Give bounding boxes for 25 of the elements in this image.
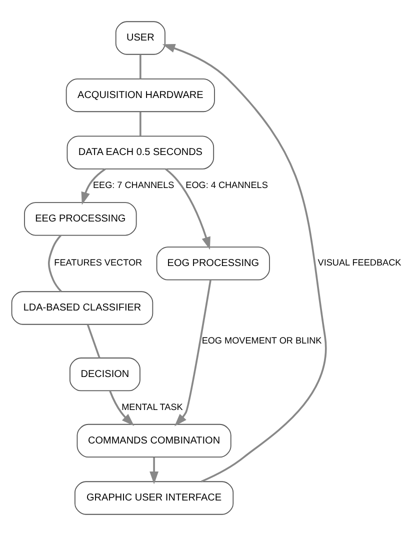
connector [140,54,142,79]
arrow [150,457,158,484]
node-box: COMMANDS COMBINATION [76,424,232,458]
node-box: ACQUISITION HARDWARE [66,78,215,112]
node-box: GRAPHIC USER INTERFACE [74,481,234,515]
connector [140,112,142,136]
edge-label: EOG: 4 CHANNELS [186,180,268,190]
edge-label: MENTAL TASK [122,402,183,412]
node-box: EEG PROCESSING [24,202,137,236]
node-box: DECISION [70,358,140,392]
edge-label: FEATURES VECTOR [54,258,142,268]
node-box: EOG PROCESSING [156,246,270,280]
edge-label: VISUAL FEEDBACK [318,258,402,268]
node-box: USER [115,21,166,55]
connector [48,234,62,292]
connector [86,324,100,358]
edge-label: EEG: 7 CHANNELS [92,180,174,190]
arrow [165,168,210,250]
arrow [162,44,327,482]
arrow [109,390,134,426]
arrow [81,168,106,205]
node-box: DATA EACH 0.5 SECONDS [66,136,214,170]
arrow [174,280,212,426]
edge-label: EOG MOVEMENT OR BLINK [202,335,322,346]
node-box: LDA-BASED CLASSIFIER [11,291,154,325]
